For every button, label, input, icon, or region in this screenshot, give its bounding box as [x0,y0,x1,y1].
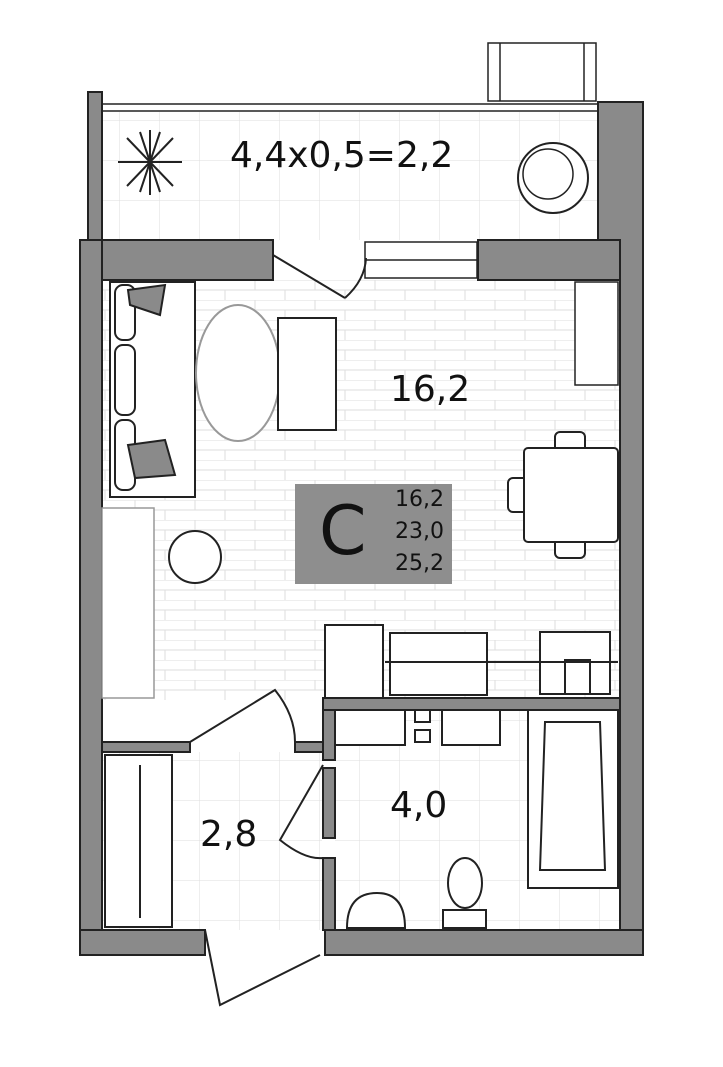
living-area-label: 16,2 [390,369,471,410]
bathroom-cabinet [334,709,501,746]
window [364,241,619,386]
bathroom-area-label: 4,0 [390,785,448,826]
total-with-balcony-value: 25,2 [395,551,444,576]
plant-icon [118,130,182,195]
total-area-value: 23,0 [395,519,444,544]
dining-table [507,431,619,559]
living-area-value: 16,2 [395,487,444,512]
sink [345,891,407,929]
entrance-door[interactable] [204,929,321,1007]
wardrobe [104,754,173,928]
toilet [442,857,487,929]
coffee-table [277,317,337,431]
balcony-area-label: 4,4x0,5=2,2 [230,135,454,176]
hall-area-label: 2,8 [200,814,258,855]
desk [101,507,155,699]
walls [79,91,644,956]
sofa [109,281,196,498]
balcony-floor [102,112,598,240]
rug [195,304,281,442]
balcony-door[interactable] [272,254,367,299]
bathroom-door[interactable] [278,764,324,860]
pouf-icon [168,530,222,584]
apartment-type: C [319,492,367,571]
balcony-railing [102,42,598,112]
living-door[interactable] [189,688,296,743]
bathtub [527,709,619,889]
apartment-info-box: C 16,2 23,0 25,2 [295,484,452,584]
armchair-seat [522,148,574,200]
kitchen [324,624,618,699]
